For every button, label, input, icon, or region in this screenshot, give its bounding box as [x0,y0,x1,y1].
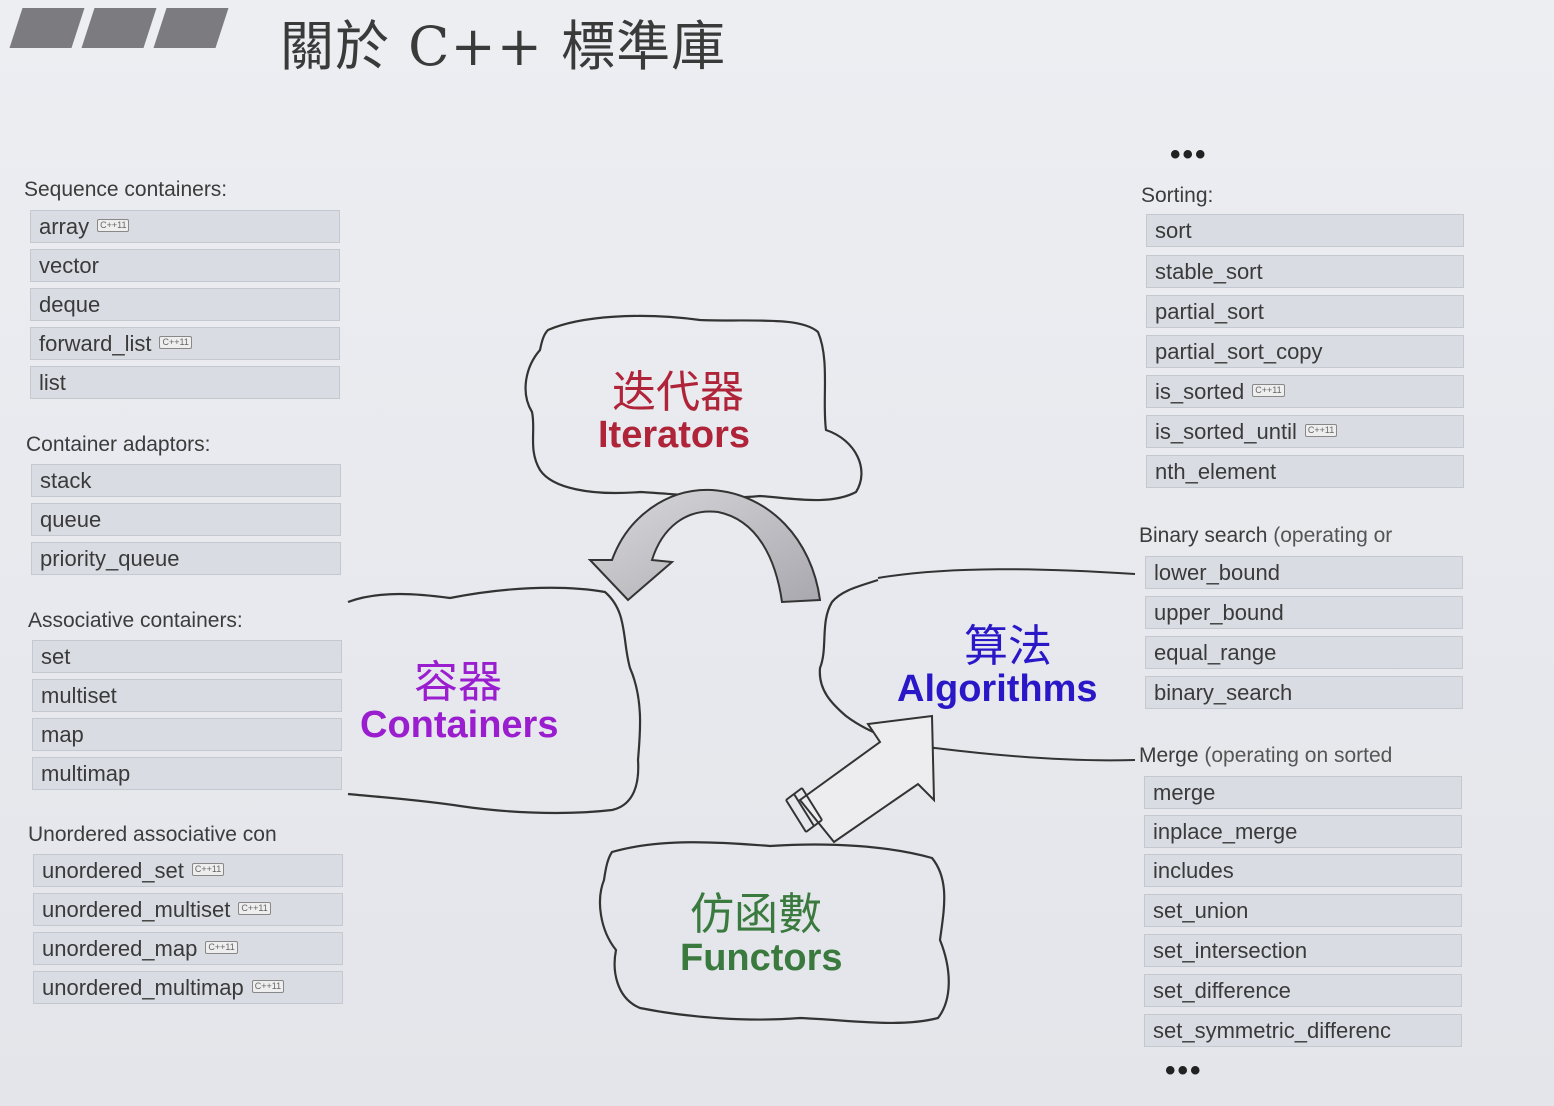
connector-line-binary-search [877,568,1136,579]
list-item[interactable]: sort [1146,214,1464,247]
cpp11-badge-icon: C++11 [191,862,225,876]
list-item[interactable]: nth_element [1146,455,1464,488]
list-item[interactable]: priority_queue [31,542,341,575]
list-item[interactable]: includes [1144,854,1462,887]
iterators-zh-label: 迭代器 [612,367,744,418]
list-item[interactable]: set_union [1144,894,1462,927]
cpp11-badge-icon: C++11 [238,901,271,915]
connector-line-merge [934,747,1136,762]
cpp11-badge-icon: C++11 [97,218,130,232]
iterators-cloud [524,314,863,502]
ellipsis-top: ••• [1170,138,1208,171]
group-title-associative: Associative containers: [28,609,243,632]
list-item[interactable]: deque [30,288,340,321]
slide-title: 關於 C++ 標準庫 [280,15,727,78]
list-item[interactable]: set_intersection [1144,934,1462,967]
cpp11-badge-icon: C++11 [1252,383,1285,397]
list-item[interactable]: set_difference [1144,974,1462,1007]
cpp11-badge-icon: C++11 [251,979,285,993]
list-item[interactable]: upper_bound [1145,596,1463,629]
cpp11-badge-icon: C++11 [159,335,192,349]
functors-to-algorithms-arrow [798,714,936,844]
group-title-unordered: Unordered associative con [28,823,277,846]
group-title-merge: Merge (operating on sorted [1139,744,1393,767]
group-title-binary-search: Binary search (operating or [1139,524,1393,547]
list-item[interactable]: stack [31,464,341,497]
iterators-en-label: Iterators [598,414,751,456]
list-item[interactable]: merge [1144,776,1462,809]
list-item[interactable]: partial_sort_copy [1146,335,1464,368]
list-item[interactable]: binary_search [1145,676,1463,709]
list-item[interactable]: partial_sort [1146,295,1464,328]
cpp11-badge-icon: C++11 [1304,423,1338,437]
list-item[interactable]: set [32,640,342,673]
containers-zh-label: 容器 [414,657,502,708]
list-item[interactable]: set_symmetric_differenc [1144,1014,1462,1047]
functors-en-label: Functors [680,937,843,979]
arrow-tail-stripes [785,787,823,833]
group-title-sequence: Sequence containers: [24,178,228,201]
list-item[interactable]: map [32,718,342,751]
functors-zh-label: 仿函數 [690,889,822,940]
ellipsis-bottom: ••• [1165,1054,1203,1087]
containers-cloud [347,586,642,815]
list-item[interactable]: vector [30,249,340,282]
list-item[interactable]: inplace_merge [1144,815,1462,848]
functors-cloud [598,841,950,1024]
list-item[interactable]: queue [31,503,341,536]
list-item[interactable]: multiset [32,679,342,712]
list-item[interactable]: equal_range [1145,636,1463,669]
list-item[interactable]: list [30,366,340,399]
group-title-adaptors: Container adaptors: [26,433,211,456]
containers-en-label: Containers [360,704,559,746]
group-title-sorting: Sorting: [1141,184,1214,207]
list-item[interactable]: stable_sort [1146,255,1464,288]
cpp11-badge-icon: C++11 [205,940,238,954]
algorithms-en-label: Algorithms [897,668,1098,710]
iterators-to-containers-arrow [587,488,822,604]
list-item[interactable]: lower_bound [1145,556,1463,589]
list-item[interactable]: multimap [32,757,342,790]
algorithms-zh-label: 算法 [964,621,1052,672]
